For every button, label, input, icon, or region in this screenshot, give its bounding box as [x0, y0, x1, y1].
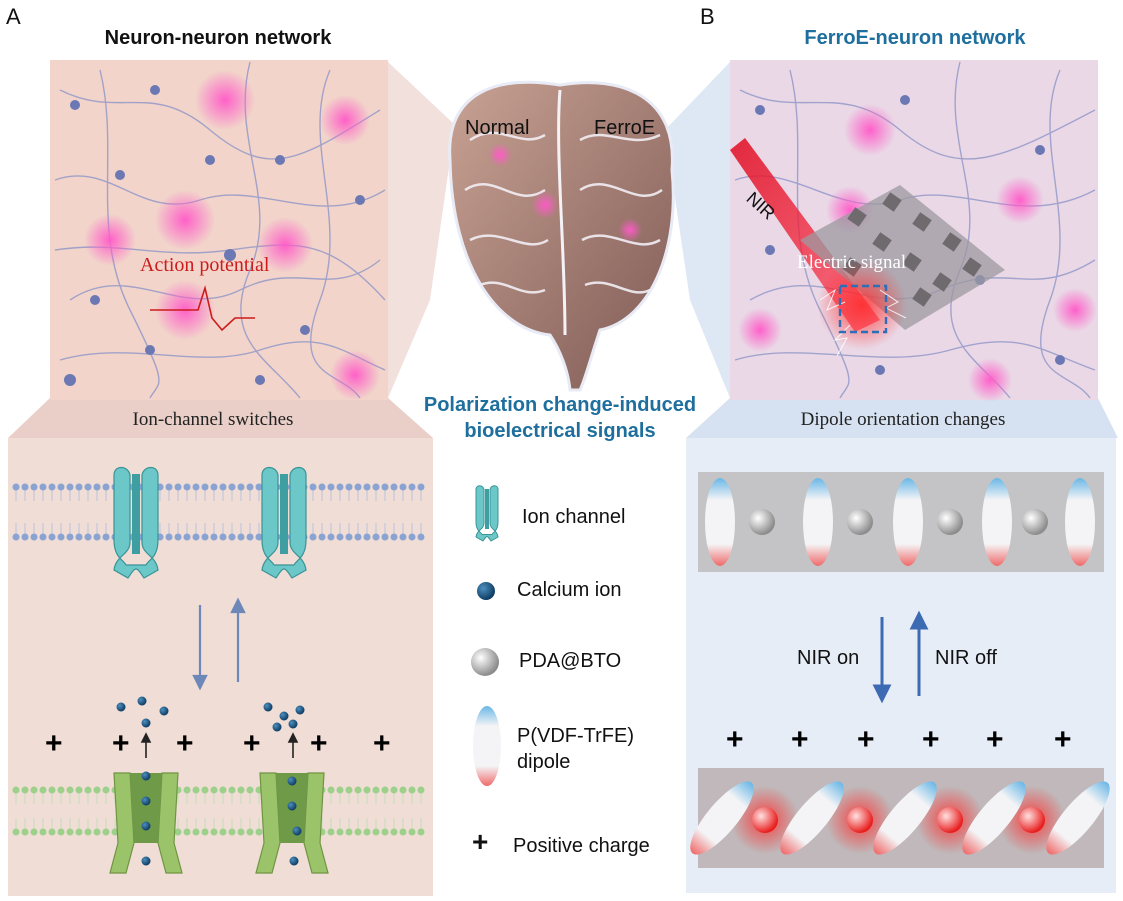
- section-label-a: Ion-channel switches: [132, 409, 294, 430]
- center-caption-line1: Polarization change-induced: [423, 394, 697, 416]
- dipole-vertical: [1065, 478, 1095, 566]
- pda-bto-particle-heated: [752, 807, 778, 833]
- dipole-tilted: [962, 781, 1026, 855]
- section-label-b: Dipole orientation changes: [800, 409, 1006, 430]
- brain-label-normal: Normal: [465, 117, 530, 139]
- calcium-ions: [116, 696, 305, 866]
- brain-illustration: [448, 80, 675, 392]
- ion-channel-closed-2: [261, 466, 307, 579]
- plus-row-right: + + + + + +: [686, 723, 1116, 763]
- pda-bto-particle-icon: [471, 648, 499, 676]
- legend-label-ion-channel: Ion channel: [522, 506, 626, 528]
- brain-label-ferroe: FerroE: [594, 117, 656, 139]
- plus-sign: +: [857, 723, 875, 756]
- center-caption: Polarization change-induced bioelectrica…: [395, 392, 725, 444]
- membrane-top: [12, 483, 425, 541]
- nir-arrows: [872, 610, 929, 704]
- dipole-vertical: [803, 478, 833, 566]
- ion-channel-closed-1: [113, 466, 159, 579]
- dipole-tilted: [873, 781, 937, 855]
- dipole-vertical: [893, 478, 923, 566]
- pda-bto-particle: [937, 509, 963, 535]
- plus-sign: +: [791, 723, 809, 756]
- plus-sign: +: [243, 727, 261, 760]
- plus-sign: +: [45, 727, 63, 760]
- dipole-icon: [473, 706, 501, 786]
- plus-sign: +: [112, 727, 130, 760]
- panel-letter-a: A: [6, 4, 21, 29]
- membrane-bottom: [12, 786, 425, 836]
- ion-channel-icon: [475, 485, 499, 542]
- action-potential-label: Action potential: [140, 254, 270, 276]
- neuron-network-image-b: [730, 60, 1098, 402]
- plus-row-left: + + + + + +: [0, 727, 433, 767]
- switch-arrows: [192, 597, 246, 691]
- panel-a-title: Neuron-neuron network: [104, 27, 332, 49]
- pda-bto-particle-heated: [937, 807, 963, 833]
- plus-sign: +: [310, 727, 328, 760]
- legend-label-calcium-ion: Calcium ion: [517, 579, 622, 601]
- pda-bto-particle: [847, 509, 873, 535]
- plus-sign: +: [1054, 723, 1072, 756]
- legend-label-dipole-line1: P(VDF-TrFE): [517, 725, 635, 747]
- dipole-tilted: [1046, 781, 1110, 855]
- plus-sign: +: [726, 723, 744, 756]
- panel-letter-b: B: [700, 4, 715, 29]
- nir-off-label: NIR off: [935, 647, 997, 669]
- dipole-row-tilted: [690, 781, 1110, 855]
- legend-label-positive-charge: Positive charge: [513, 835, 650, 857]
- pda-bto-particle: [749, 509, 775, 535]
- calcium-ion-icon: [477, 582, 495, 600]
- dipole-vertical: [705, 478, 735, 566]
- plus-sign: +: [176, 727, 194, 760]
- pda-bto-particle-heated: [847, 807, 873, 833]
- legend-label-dipole: P(VDF-TrFE) dipole: [517, 723, 634, 775]
- dipole-tilted: [780, 781, 844, 855]
- panel-b-title: FerroE-neuron network: [804, 27, 1026, 49]
- dipole-tilted: [690, 781, 754, 855]
- center-caption-line2: bioelectrical signals: [464, 420, 656, 442]
- dipole-row-vertical: [705, 478, 1095, 566]
- plus-icon: +: [472, 826, 489, 857]
- electric-signal-label: Electric signal: [797, 252, 907, 273]
- neuron-network-image-a: [50, 60, 388, 400]
- nir-on-label: NIR on: [797, 647, 860, 669]
- pda-bto-particle-heated: [1019, 807, 1045, 833]
- plus-sign: +: [986, 723, 1004, 756]
- dipole-vertical: [982, 478, 1012, 566]
- legend-label-pda-bto: PDA@BTO: [519, 650, 622, 672]
- ion-flux-arrows: [140, 732, 299, 758]
- pda-bto-particle: [1022, 509, 1048, 535]
- legend-label-dipole-line2: dipole: [517, 751, 571, 773]
- plus-sign: +: [373, 727, 391, 760]
- ion-channel-open-1: [109, 772, 183, 874]
- plus-sign: +: [922, 723, 940, 756]
